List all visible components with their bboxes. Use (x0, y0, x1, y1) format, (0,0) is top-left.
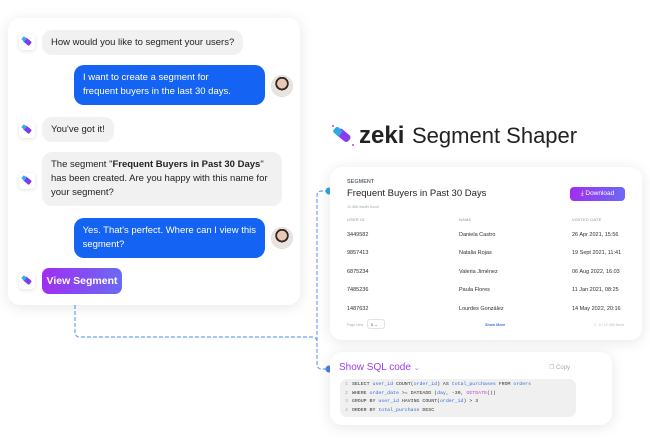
cell: Natalia Rojas (459, 250, 492, 256)
zeki-bot-icon (19, 34, 35, 50)
segment-label: SEGMENT (347, 179, 375, 185)
message-line: has been created. Are you happy with thi… (51, 173, 268, 184)
download-label: Download (585, 190, 615, 197)
message-line: The segment "Frequent Buyers in Past 30 … (51, 158, 273, 172)
column-header: USER ID (347, 217, 365, 222)
cell: Lourdes González (459, 306, 504, 312)
show-sql-label: Show SQL code (339, 362, 411, 373)
view-segment-button[interactable]: View Segment (42, 268, 122, 294)
bot-message: How would you like to segment your users… (42, 30, 244, 55)
cell: 9857413 (347, 250, 369, 256)
text: The segment " (51, 159, 113, 170)
message-line: segment? (82, 239, 125, 250)
page-size-select[interactable]: 5 ⌄ (367, 319, 385, 329)
copy-icon: ❐ (549, 365, 557, 371)
cell: 06 Aug 2022, 16:03 (572, 269, 620, 275)
cell: Paula Flores (459, 287, 490, 293)
message-line: your segment? (51, 187, 114, 198)
message-line: Yes. That's perfect. Where can I view th… (82, 225, 256, 236)
segment-card: SEGMENT Frequent Buyers in Past 30 Days … (330, 167, 642, 340)
message-line: frequent buyers in the last 30 days. (83, 86, 231, 97)
column-header: NAME (459, 217, 472, 222)
cell: 26 Apr 2021, 15:56 (572, 232, 619, 238)
cell: 14 May 2022, 20:16 (572, 306, 621, 312)
cell: Daniela Castro (459, 232, 496, 238)
cell: 11 Jan 2021, 08:25 (572, 287, 619, 293)
zeki-bot-icon (19, 122, 35, 138)
cell: 1487632 (347, 306, 369, 312)
edit-icon[interactable]: ✎ (476, 190, 482, 197)
cell: 7485236 (347, 287, 369, 293)
bot-message: The segment "Frequent Buyers in Past 30 … (42, 152, 282, 206)
segment-title: Frequent Buyers in Past 30 Days (347, 188, 487, 199)
download-icon: ⤓ (580, 190, 586, 197)
text: " (260, 159, 264, 170)
zeki-logo-icon (331, 124, 355, 153)
page-view-label: Page view (347, 323, 364, 327)
user-message: Yes. That's perfect. Where can I view th… (73, 218, 265, 258)
copy-label: Copy (556, 365, 571, 371)
cell: Valeria Jiménez (459, 269, 498, 275)
chevron-down-icon: ⌄ (413, 365, 420, 372)
bot-message: You've got it! (42, 117, 114, 142)
copy-button[interactable]: ❐ Copy (549, 364, 570, 371)
pagination-range: 1 - 5 / 12,456 Items (594, 323, 625, 327)
segment-name: Frequent Buyers in Past 30 Days (112, 159, 261, 170)
download-button[interactable]: ⤓ Download (570, 187, 625, 201)
column-header: VISITED DATE (572, 217, 602, 222)
cell: 19 Sept 2021, 11:41 (572, 250, 622, 256)
user-avatar (272, 228, 292, 248)
product-title: Segment Shaper (412, 123, 578, 148)
show-sql-toggle[interactable]: Show SQL code ⌄ (339, 362, 420, 373)
message-line: I want to create a segment for (83, 72, 209, 83)
brand-name: zeki (359, 122, 405, 149)
cell: 3449582 (347, 232, 369, 238)
zeki-bot-icon (19, 173, 35, 189)
show-more-link[interactable]: Show More (485, 323, 506, 327)
zeki-bot-icon (19, 273, 35, 289)
cell: 6875234 (347, 269, 369, 275)
results-count: 12,456 results found (347, 205, 379, 209)
user-message: I want to create a segment for frequent b… (74, 65, 265, 105)
page-size-value: 5 (371, 322, 374, 327)
user-avatar (272, 76, 292, 96)
